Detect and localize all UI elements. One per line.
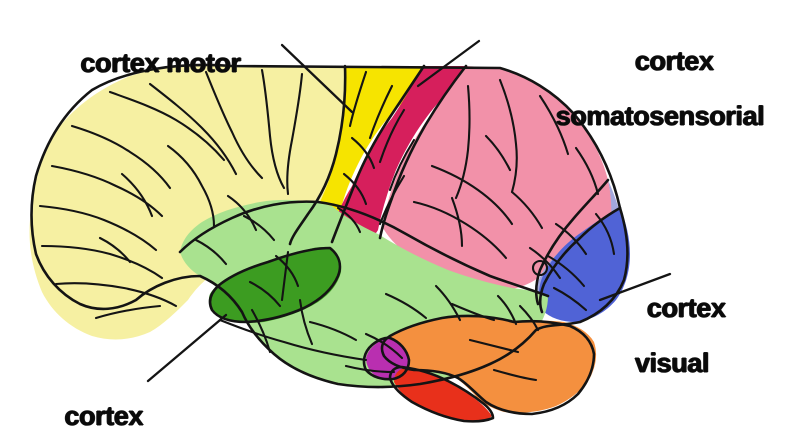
sulcus xyxy=(70,124,172,190)
sulcus xyxy=(510,190,544,230)
brain-outlines xyxy=(30,63,629,423)
sulcus xyxy=(342,172,368,206)
sulcus xyxy=(574,146,600,196)
brain-regions xyxy=(29,64,630,422)
sulcus xyxy=(434,284,462,322)
sulcus xyxy=(364,332,404,360)
sulcus xyxy=(498,78,518,194)
sulcus xyxy=(594,212,616,256)
sulcus xyxy=(248,280,282,308)
sulcus xyxy=(94,304,162,320)
sulcus xyxy=(546,254,586,288)
sulcus xyxy=(384,292,428,320)
sulcus xyxy=(260,68,286,190)
label-cortex-visual: cortex visual xyxy=(618,267,726,432)
boundary-somatosensory-visual xyxy=(534,178,610,306)
sulcus xyxy=(298,298,314,346)
sulcus xyxy=(454,84,471,200)
sulcus xyxy=(554,222,588,256)
region-medulla-oblongata[interactable] xyxy=(394,368,492,422)
leader-line-somatosensorial xyxy=(416,39,481,88)
sulcus xyxy=(412,200,508,260)
sulcus xyxy=(54,282,178,308)
sulcus xyxy=(496,294,518,326)
boundary-motor-precentral xyxy=(330,64,426,244)
region-precentral-gyrus[interactable] xyxy=(330,66,466,250)
sulcus xyxy=(148,82,238,176)
sulcus xyxy=(450,196,464,248)
sulcus xyxy=(274,254,300,288)
boundary-precentral-somatosensory xyxy=(378,64,468,240)
sulcus xyxy=(280,250,290,302)
region-frontal-lobe[interactable] xyxy=(29,64,346,340)
leader-line-motor xyxy=(280,43,354,114)
sulcus xyxy=(484,134,512,172)
sulcus xyxy=(194,238,228,266)
boundary-frontal-motor xyxy=(288,64,347,246)
sulcus xyxy=(286,72,304,196)
label-cortex-visual-line2: visual xyxy=(634,347,710,378)
cortical-sulci xyxy=(38,68,616,382)
sulcus xyxy=(378,174,406,226)
sulcus xyxy=(344,364,396,374)
sulcus xyxy=(204,70,264,180)
label-cortex-somatosensorial-line2: somatosensorial xyxy=(555,100,765,131)
sulcus xyxy=(468,338,520,354)
region-visual-cortex[interactable] xyxy=(539,208,630,322)
medulla-outline xyxy=(388,365,495,423)
sulcus xyxy=(40,244,164,280)
sulcus xyxy=(552,286,588,312)
sulcus xyxy=(38,204,158,252)
sulcus xyxy=(166,144,216,228)
label-cortex-auditivo: cortex auditivo xyxy=(36,375,143,447)
region-auditory-cortex[interactable] xyxy=(208,246,342,323)
sulcus xyxy=(250,308,272,354)
leader-line-visual xyxy=(598,272,672,302)
label-cortex-motor: cortex motor xyxy=(52,22,241,105)
sulcus xyxy=(430,164,514,226)
cerebrum-outline xyxy=(30,63,629,389)
boundary-visual-association-core xyxy=(538,206,622,314)
sulcus xyxy=(120,172,154,218)
label-cortex-auditivo-line1: cortex xyxy=(64,400,144,431)
sulcus xyxy=(242,214,276,242)
sulcus xyxy=(528,246,562,280)
sulcus xyxy=(378,108,406,164)
sulcus xyxy=(50,164,164,218)
sulcus xyxy=(108,90,226,162)
sulcus xyxy=(218,318,368,362)
leader-line-auditivo xyxy=(146,313,228,383)
label-cortex-somatosensorial: cortex somatosensorial xyxy=(556,20,765,185)
label-cortex-somatosensorial-line1: cortex xyxy=(634,45,714,76)
leader-lines xyxy=(146,39,672,383)
sulcus xyxy=(348,70,368,128)
sulcus xyxy=(308,320,358,342)
label-cortex-motor-line1: cortex motor xyxy=(80,47,241,78)
sulcus xyxy=(226,194,258,232)
lateral-fissure xyxy=(178,200,550,298)
sulcus xyxy=(98,236,132,264)
sulcus xyxy=(388,138,416,192)
sulcus xyxy=(538,94,570,156)
sulcus xyxy=(518,304,540,332)
pons-outline xyxy=(362,336,411,381)
sulcus xyxy=(350,136,376,170)
sulcus xyxy=(336,206,362,234)
sulcus-dot xyxy=(531,259,549,277)
sulcus xyxy=(368,84,394,140)
sulcus xyxy=(492,368,538,382)
sulcus xyxy=(450,302,496,322)
label-cortex-visual-line1: cortex xyxy=(646,292,726,323)
